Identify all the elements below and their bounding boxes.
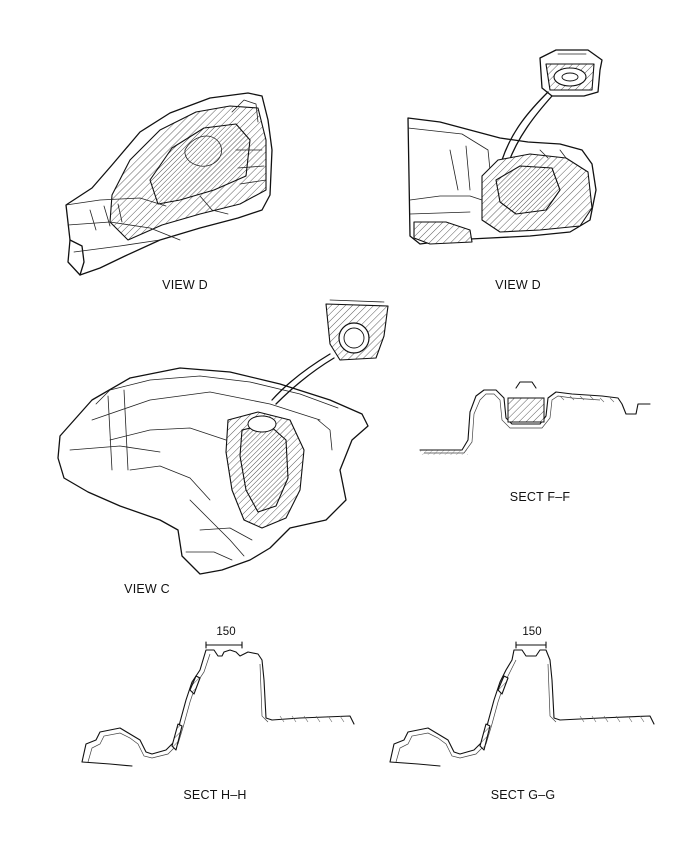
- view-d-right-caption: VIEW D: [495, 278, 541, 292]
- sect-gg-drawing: [389, 641, 655, 767]
- sect-gg-dimension: 150: [522, 626, 542, 638]
- view-c-drawing: [57, 299, 389, 575]
- sect-gg-caption: SECT G–G: [490, 788, 556, 802]
- sect-hh-dimension: 150: [216, 626, 236, 638]
- view-d-left-drawing: [65, 92, 273, 276]
- view-d-right-drawing: [407, 49, 603, 245]
- sect-ff-drawing: [419, 381, 651, 455]
- sect-hh-caption: SECT H–H: [183, 788, 247, 802]
- sect-ff-caption: SECT F–F: [509, 490, 571, 504]
- sect-hh-drawing: [81, 641, 355, 767]
- view-d-left-caption: VIEW D: [162, 278, 208, 292]
- view-c-caption: VIEW C: [124, 582, 170, 596]
